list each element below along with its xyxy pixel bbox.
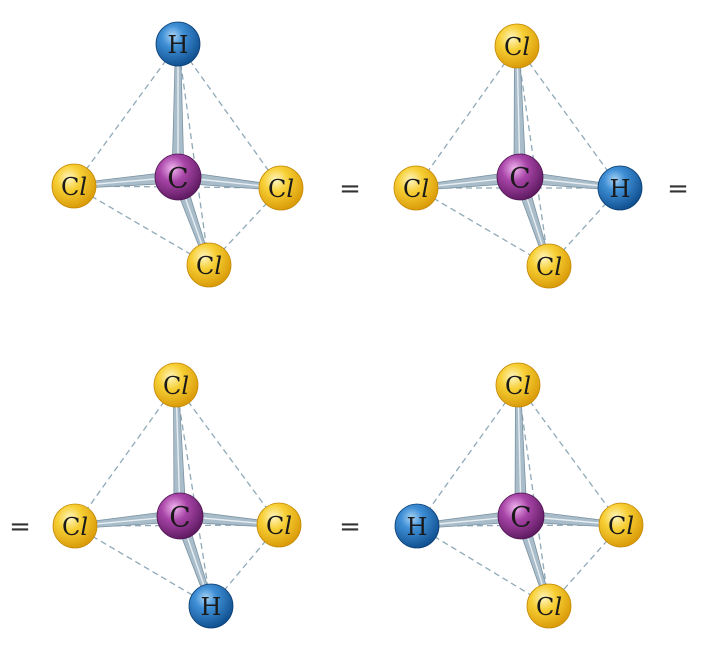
atom-label: Cl	[403, 175, 429, 203]
tetrahedron-edge-right-bottom	[208, 187, 282, 266]
atom-label: H	[201, 593, 222, 621]
atom-top-cl: Cl	[495, 362, 541, 408]
tetrahedron-edge-left-bottom	[73, 185, 210, 266]
atom-label: C	[169, 501, 190, 534]
atom-sphere	[153, 362, 199, 408]
atom-label: Cl	[536, 593, 562, 621]
tetrahedron-edge-top-left	[415, 45, 518, 189]
tetrahedron-edge-left-bottom	[416, 525, 550, 607]
tetrahedron-edge-left-bottom	[415, 187, 550, 267]
atom-left-h: H	[394, 503, 440, 549]
atom-top-cl: Cl	[494, 23, 540, 69]
atom-bottom-cl: Cl	[186, 242, 232, 288]
tetrahedron-edge-right-bottom	[548, 187, 621, 267]
tetrahedron-edge-left-bottom	[74, 525, 212, 607]
atom-label: C	[510, 501, 531, 534]
atom-top-h: H	[155, 21, 201, 67]
atom-left-cl: Cl	[393, 165, 439, 211]
atom-label: Cl	[62, 513, 88, 541]
atom-sphere	[256, 502, 302, 548]
atom-sphere	[52, 503, 98, 549]
atom-sphere	[188, 583, 234, 629]
atom-sphere	[597, 165, 643, 211]
atom-label: C	[509, 162, 530, 195]
atom-top-cl: Cl	[153, 362, 199, 408]
equals-sign-1: =	[339, 174, 361, 204]
atom-sphere	[598, 502, 644, 548]
atom-sphere	[526, 243, 572, 289]
atom-label: Cl	[608, 512, 634, 540]
atom-center-c: C	[156, 492, 204, 540]
atom-label: Cl	[266, 512, 292, 540]
equals-sign-3: =	[9, 512, 31, 542]
atom-right-cl: Cl	[598, 502, 644, 548]
atom-sphere	[496, 153, 544, 201]
atom-sphere	[393, 165, 439, 211]
tetrahedron-edge-top-bottom	[517, 384, 550, 607]
atom-sphere	[394, 503, 440, 549]
equals-sign-2: =	[667, 174, 689, 204]
tetrahedron-edge-right-bottom	[210, 524, 280, 607]
atom-label: Cl	[504, 33, 530, 61]
atom-sphere	[497, 492, 545, 540]
atom-center-c: C	[154, 153, 202, 201]
atom-center-c: C	[497, 492, 545, 540]
tetrahedron-edge-top-left	[74, 384, 177, 527]
atom-left-cl: Cl	[52, 503, 98, 549]
atom-label: Cl	[268, 175, 294, 203]
atom-label: C	[167, 162, 188, 195]
atom-right-cl: Cl	[256, 502, 302, 548]
tetrahedron-edge-top-right	[175, 384, 280, 526]
equals-sign-4: =	[339, 512, 361, 542]
atom-sphere	[526, 583, 572, 629]
atom-sphere	[258, 165, 304, 211]
atom-bottom-cl: Cl	[526, 243, 572, 289]
tetrahedron-edge-top-bottom	[175, 384, 212, 607]
atom-sphere	[186, 242, 232, 288]
tetrahedron-edge-top-left	[416, 384, 519, 527]
atom-label: Cl	[61, 173, 87, 201]
atom-label: H	[610, 175, 631, 203]
atom-label: H	[407, 513, 428, 541]
atom-left-cl: Cl	[51, 163, 97, 209]
atom-sphere	[156, 492, 204, 540]
atom-label: Cl	[163, 372, 189, 400]
atom-sphere	[494, 23, 540, 69]
atom-sphere	[51, 163, 97, 209]
tetrahedron-edge-top-bottom	[516, 45, 550, 267]
atom-label: Cl	[536, 253, 562, 281]
atom-center-c: C	[496, 153, 544, 201]
atom-label: Cl	[196, 252, 222, 280]
atom-label: Cl	[505, 372, 531, 400]
atom-sphere	[155, 21, 201, 67]
atom-right-cl: Cl	[258, 165, 304, 211]
atom-sphere	[154, 153, 202, 201]
atom-sphere	[495, 362, 541, 408]
atom-label: H	[168, 31, 189, 59]
atom-bottom-cl: Cl	[526, 583, 572, 629]
atom-bottom-h: H	[188, 583, 234, 629]
tetrahedron-edge-top-bottom	[177, 43, 210, 266]
atom-right-h: H	[597, 165, 643, 211]
tetrahedron-edge-top-right	[517, 384, 622, 526]
